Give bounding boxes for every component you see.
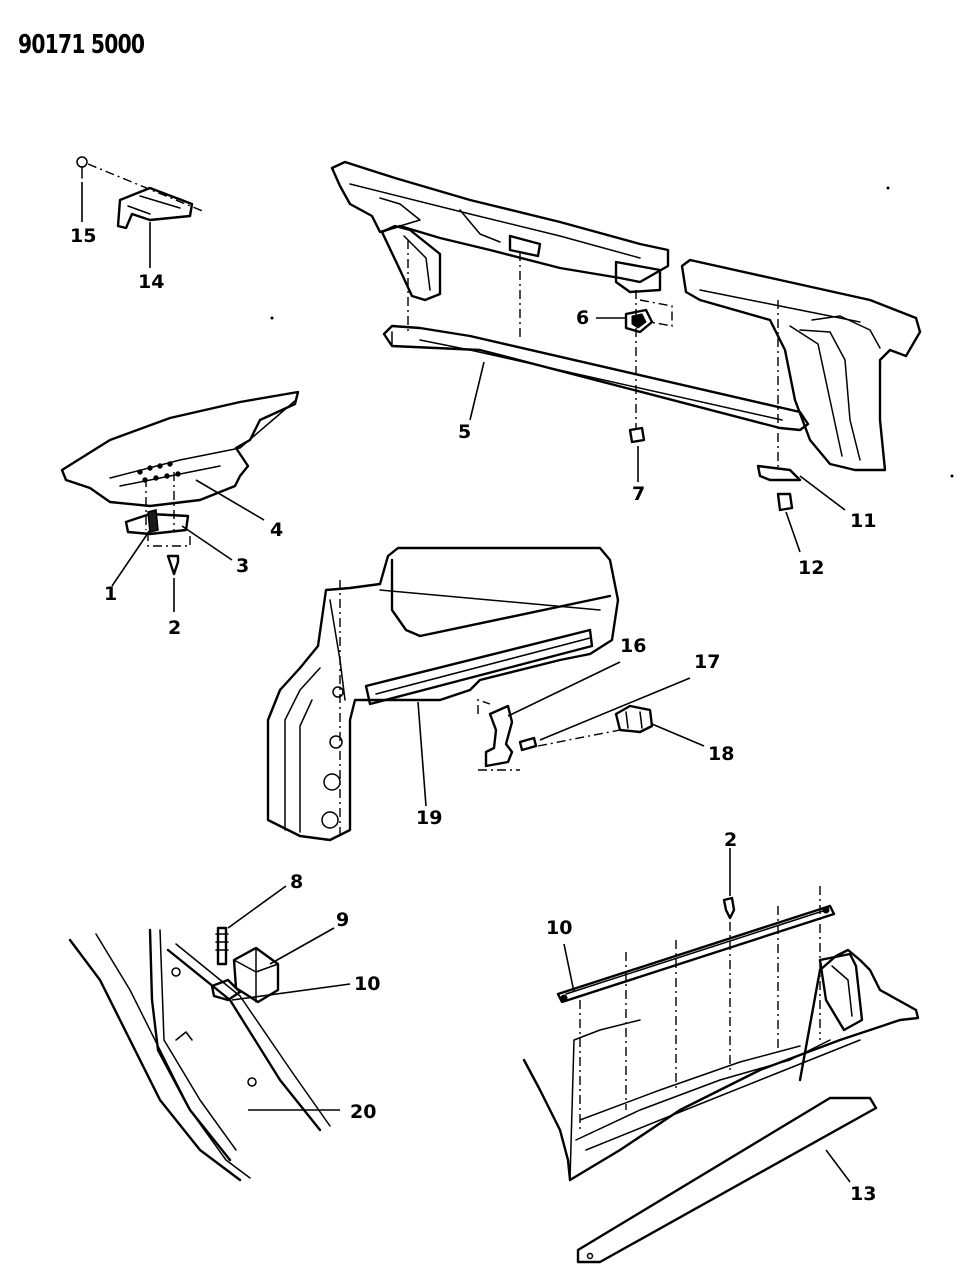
callout-20: 20	[350, 1101, 376, 1123]
callout-14: 14	[138, 271, 164, 293]
part-14-15-bracket-group	[76, 156, 206, 268]
callout-9: 9	[336, 909, 349, 931]
callout-2: 2	[168, 617, 181, 639]
callout-17: 17	[694, 651, 720, 673]
callout-15: 15	[70, 225, 96, 247]
body-side-panel	[266, 546, 620, 842]
callout-7: 7	[632, 483, 645, 505]
callout-5: 5	[458, 421, 471, 443]
callout-labels: 1 2 3 4 5 6 7 8 9 10 11 12 13 14 15 16 1…	[70, 225, 876, 1205]
document-number: 90171 5000	[18, 30, 145, 60]
part-1-4-shelf-group	[60, 390, 300, 612]
scan-specks	[270, 186, 954, 478]
callout-4: 4	[270, 519, 283, 541]
callout-1: 1	[104, 583, 117, 605]
callout-18: 18	[708, 743, 734, 765]
callout-19: 19	[416, 807, 442, 829]
callout-10-lower: 10	[546, 917, 572, 939]
right-quarter-panel	[680, 258, 922, 553]
callout-11: 11	[850, 510, 876, 532]
callout-10: 10	[354, 973, 380, 995]
callout-16: 16	[620, 635, 646, 657]
upper-header-panel	[330, 160, 670, 302]
callout-2-lower: 2	[724, 829, 737, 851]
callout-13: 13	[850, 1183, 876, 1205]
callout-8: 8	[290, 871, 303, 893]
part-8-9-10-20-door-detail	[68, 885, 351, 1182]
part-6-7-isolator-group	[596, 290, 673, 482]
callout-12: 12	[798, 557, 824, 579]
part-10-13-sill-group	[522, 848, 920, 1264]
part-5-crossmember	[382, 240, 810, 432]
callout-3: 3	[236, 555, 249, 577]
callout-6: 6	[576, 307, 589, 329]
part-16-18-latch-group	[477, 661, 705, 771]
